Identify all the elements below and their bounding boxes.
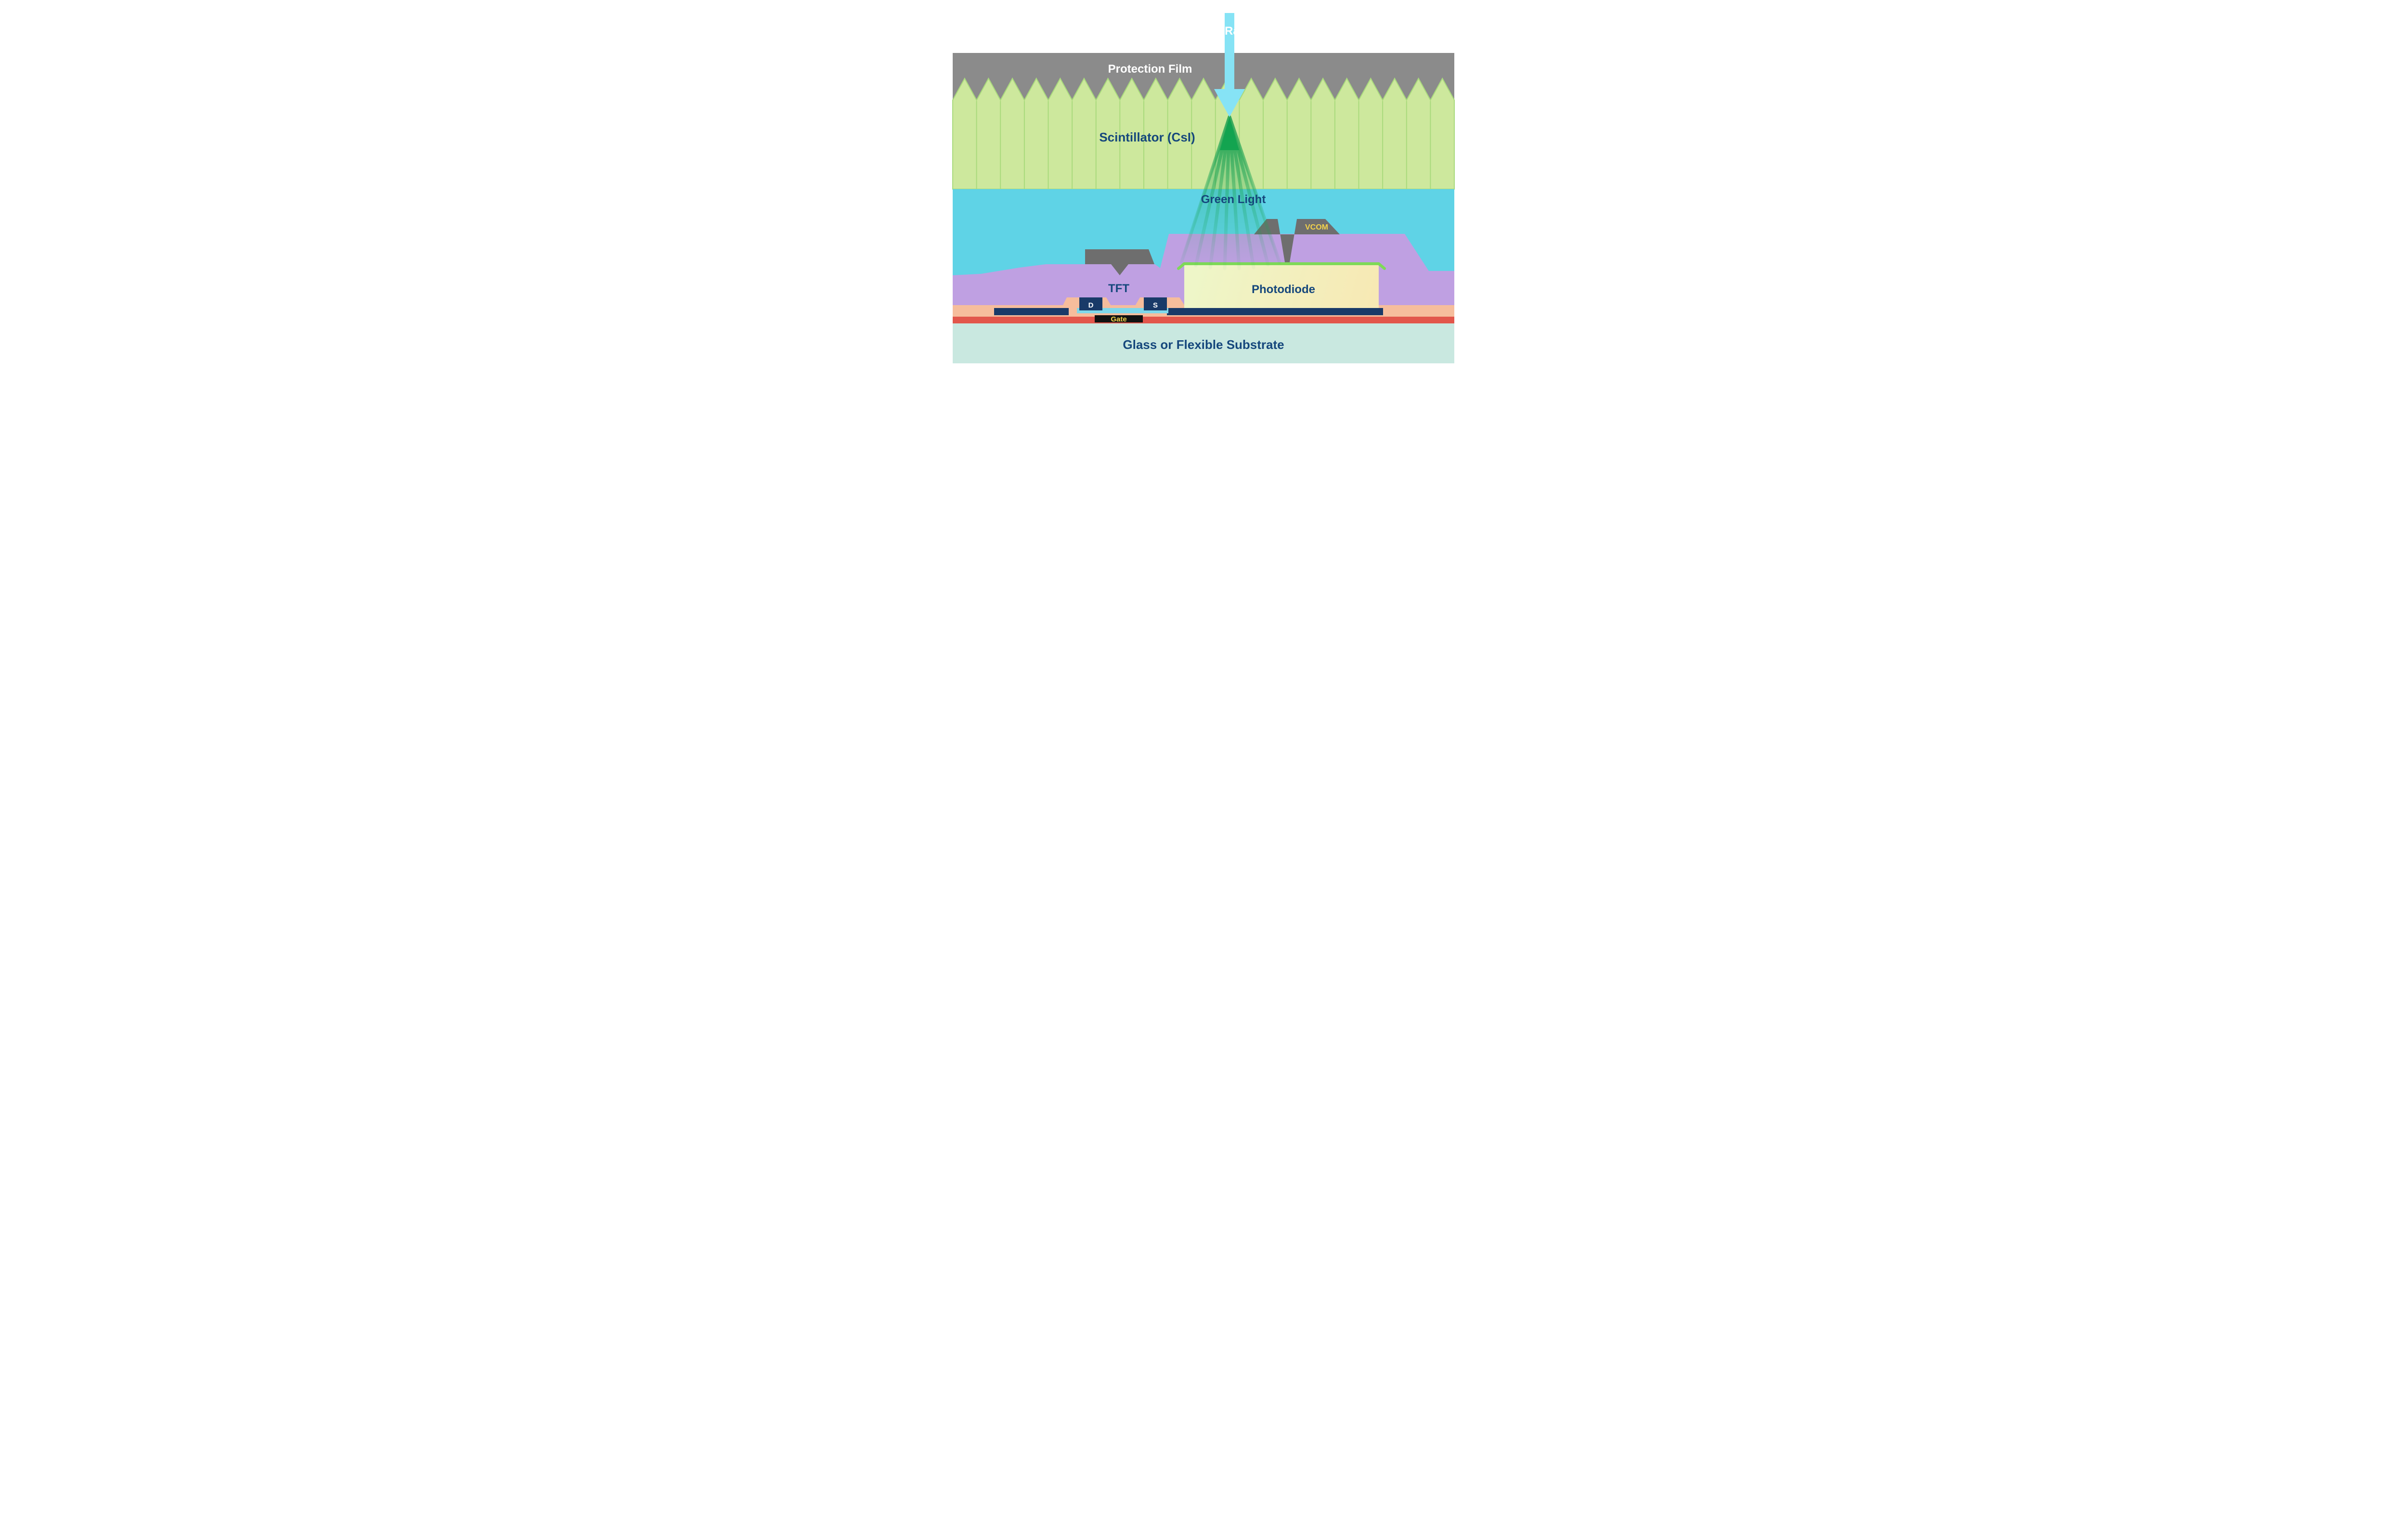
drain-contact [1079,297,1102,310]
substrate-layer [953,323,1454,363]
diagram-canvas: X-Ray Protection Film Scintillator (CsI)… [861,0,1546,385]
photodiode-top-contact [1177,262,1386,270]
protection-film-label: Protection Film [1108,63,1192,76]
photodiode-label: Photodiode [1252,283,1315,296]
green-light-rays [1179,115,1281,270]
detector-cross-section-diagram: X-Ray Protection Film Scintillator (CsI)… [861,0,1546,385]
left-metal-line [994,308,1069,315]
source-contact [1144,297,1167,310]
vcom-label: VCOM [1305,223,1328,231]
green-light-apex [1220,117,1239,150]
xray-arrowhead [1214,89,1245,117]
tft-channel [1077,308,1168,313]
source-label: S [1153,301,1158,309]
green-light-label: Green Light [1201,193,1266,206]
xray-arrow-shaft [1225,13,1234,90]
left-electrode [1085,249,1154,275]
scintillator-label: Scintillator (CsI) [1099,130,1195,144]
drain-label: D [1088,301,1094,309]
vcom-electrode [1254,219,1340,265]
xray-label: X-Ray [1213,25,1246,38]
bottom-electrode-line [1167,308,1383,315]
gate-electrode [1095,315,1143,322]
scintillator-layer [952,77,1455,190]
substrate-label: Glass or Flexible Substrate [1123,337,1284,352]
photodiode-body [1184,264,1379,308]
red-layer [953,317,1454,323]
tft-label: TFT [1108,282,1129,295]
gate-label: Gate [1111,315,1126,323]
